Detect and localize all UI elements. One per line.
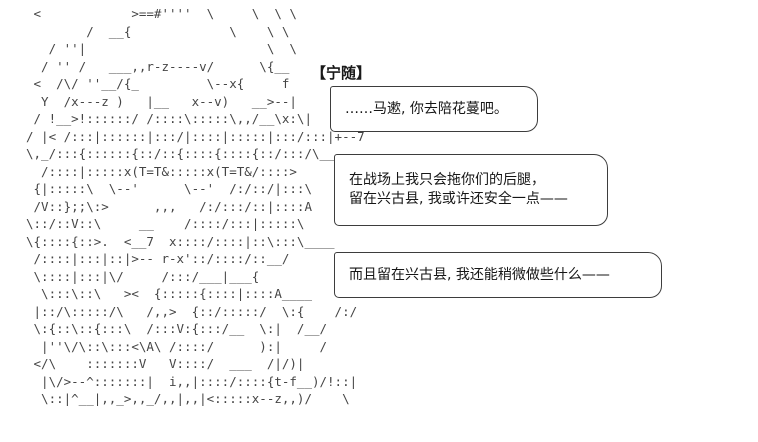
dialogue-line: ……马遬, 你去陪花蔓吧。	[345, 100, 508, 117]
speech-bubble-2: 在战场上我只会拖你们的后腿， 留在兴古县, 我或许还安全一点——	[334, 154, 608, 226]
speech-bubble-3: 而且留在兴古县, 我还能稍微做些什么——	[334, 252, 662, 298]
speaker-name: 【宁随】	[311, 64, 372, 82]
dialogue-line: 而且留在兴古县, 我还能稍微做些什么——	[349, 266, 610, 283]
speech-bubble-1: ……马遬, 你去陪花蔓吧。	[330, 86, 538, 132]
dialogue-line: 在战场上我只会拖你们的后腿，	[349, 172, 545, 188]
dialogue-line: 留在兴古县, 我或许还安全一点——	[349, 191, 568, 207]
ascii-art-character: < >==#'''' \ \ \ \ / __{ \ \ \ / ''| \ \…	[26, 6, 365, 406]
